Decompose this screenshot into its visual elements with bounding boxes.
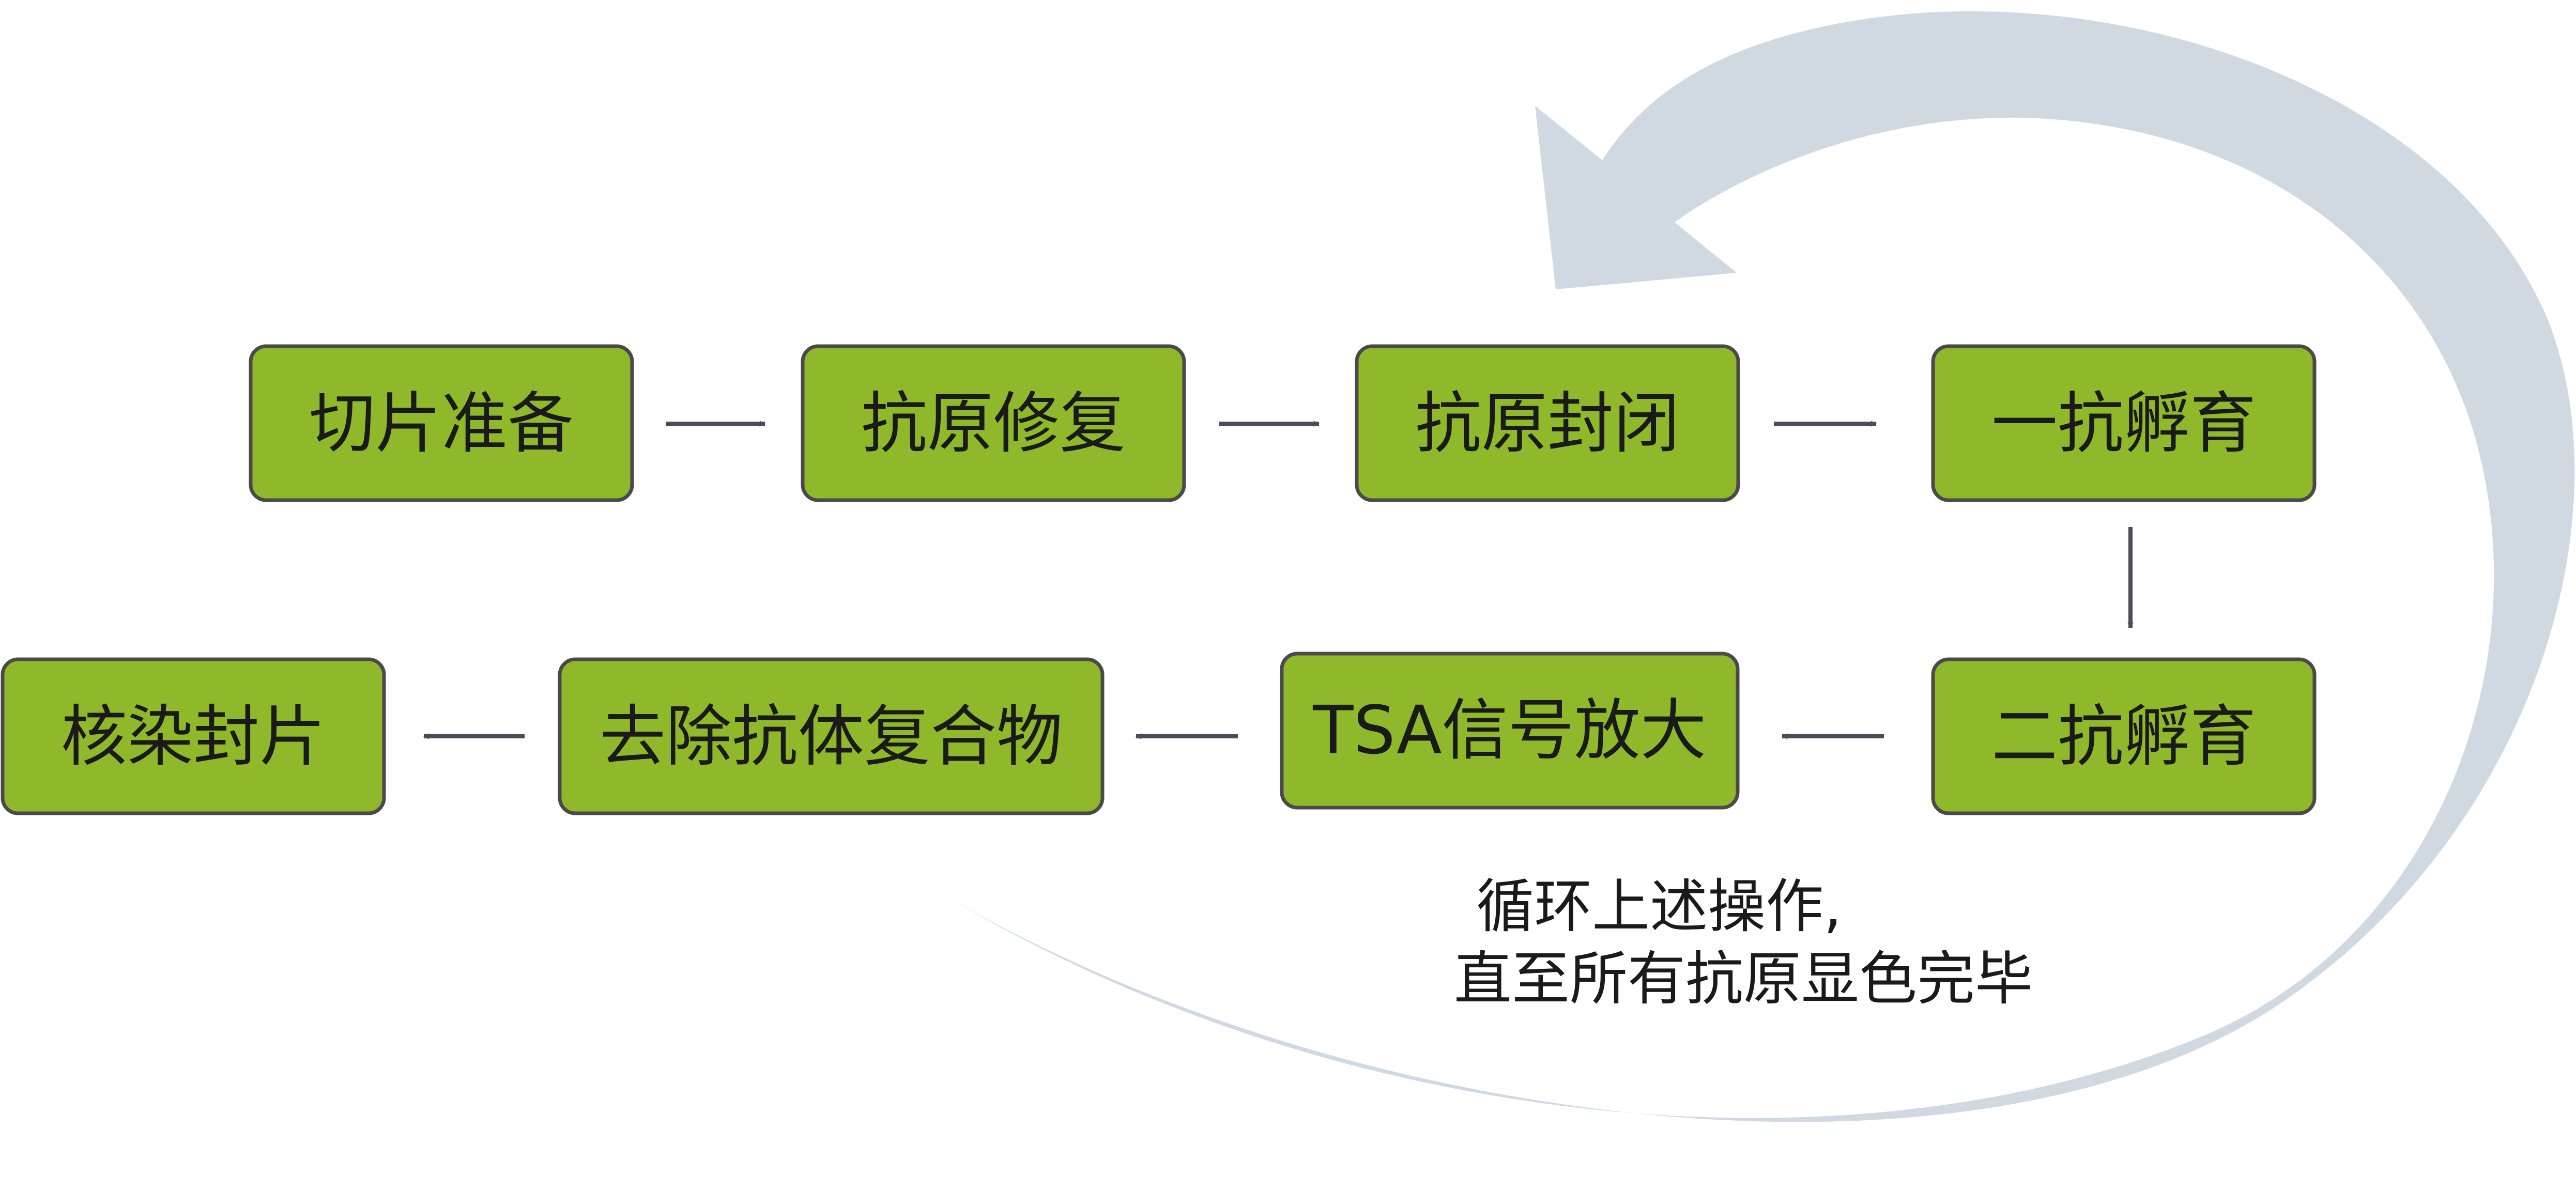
- flow-arrows: [423, 421, 2134, 739]
- step-box-remove-complex: 去除抗体复合物: [558, 657, 1105, 815]
- step-label: 抗原修复: [861, 385, 1126, 462]
- step-label: 去除抗体复合物: [600, 699, 1063, 776]
- step-label: 一抗孵育: [1991, 385, 2256, 462]
- step-box-slice-prep: 切片准备: [249, 344, 634, 502]
- step-label: 二抗孵育: [1991, 699, 2256, 776]
- step-label: 抗原封闭: [1415, 385, 1680, 462]
- step-label: 切片准备: [309, 385, 574, 462]
- step-box-primary-ab: 一抗孵育: [1931, 344, 2317, 502]
- step-label: TSA信号放大: [1312, 692, 1706, 769]
- step-label: 核染封片: [61, 699, 326, 776]
- cycle-arrow: [951, 11, 2575, 1122]
- cycle-note-line1: 循环上述操作,: [1476, 873, 1842, 940]
- step-box-tsa-amplify: TSA信号放大: [1280, 652, 1740, 810]
- cycle-note: 循环上述操作, 直至所有抗原显色完毕: [1454, 873, 2033, 1013]
- step-box-secondary-ab: 二抗孵育: [1931, 657, 2317, 815]
- cycle-note-line2: 直至所有抗原显色完毕: [1454, 946, 2033, 1013]
- step-box-antigen-blocking: 抗原封闭: [1355, 344, 1740, 502]
- step-box-antigen-retrieval: 抗原修复: [801, 344, 1186, 502]
- step-box-counterstain: 核染封片: [1, 657, 386, 815]
- cycle-arrow-head: [1535, 106, 1737, 289]
